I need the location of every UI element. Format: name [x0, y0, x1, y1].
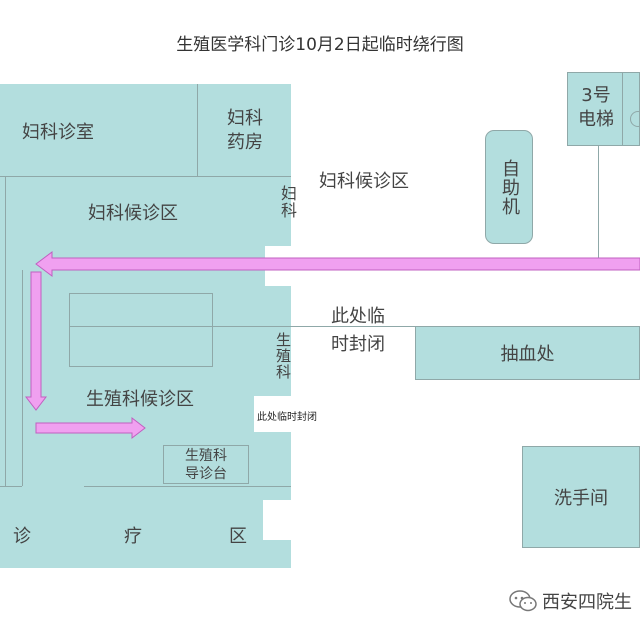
repro-desk-label-2: 导诊台 — [185, 465, 227, 482]
gyn-pharmacy-label-2: 药房 — [227, 132, 263, 153]
gyn-pharmacy-label-1: 妇科 — [227, 108, 263, 129]
wall — [197, 84, 198, 176]
gyn-pharmacy: 妇科 药房 — [205, 105, 285, 157]
closed-notice-line-2: 时封闭 — [331, 334, 385, 355]
wall — [0, 486, 22, 487]
gyn-vertical-label: 妇科 — [278, 185, 297, 219]
page-title: 生殖医学科门诊10月2日起临时绕行图 — [176, 35, 464, 55]
watermark-text: 西安四院生 — [542, 592, 632, 613]
gyn-consult-room: 妇科诊室 — [22, 122, 94, 143]
elevator-divider — [622, 72, 623, 146]
inner-rect — [69, 293, 213, 367]
watermark: 西安四院生 — [508, 588, 632, 614]
closed-opening-bottom — [263, 500, 293, 540]
gyn-waiting-area-outer: 妇科候诊区 — [319, 171, 409, 192]
elevator-label-2: 电梯 — [578, 109, 614, 130]
detour-arrow-horizontal — [35, 251, 640, 277]
wall — [0, 176, 291, 177]
repro-guide-desk: 生殖科 导诊台 — [163, 445, 249, 484]
restroom: 洗手间 — [522, 446, 640, 548]
detour-arrow-right — [35, 416, 146, 440]
clinic-label-2: 疗 — [124, 526, 142, 547]
wall — [598, 146, 599, 258]
repro-waiting-area: 生殖科候诊区 — [86, 389, 194, 410]
closed-notice-line-1: 此处临 — [331, 306, 385, 327]
detour-arrow-vertical — [24, 271, 48, 411]
closed-opening-mid — [254, 396, 294, 432]
clinic-label-1: 诊 — [13, 526, 31, 547]
wall — [291, 326, 416, 327]
wechat-icon — [508, 589, 538, 613]
closed-notice-small: 此处临时封闭 — [257, 412, 317, 423]
blood-draw-station: 抽血处 — [415, 326, 640, 380]
self-service-kiosk: 自助机 — [485, 130, 533, 244]
repro-desk-label-1: 生殖科 — [185, 447, 227, 464]
elevator-label: 3号 电梯 — [570, 82, 622, 134]
wall — [69, 326, 291, 327]
wall — [5, 176, 6, 486]
closed-notice: 此处临 时封闭 — [318, 303, 398, 359]
gyn-waiting-area-inner: 妇科候诊区 — [88, 203, 178, 224]
clinic-label-3: 区 — [229, 526, 247, 547]
wall — [84, 486, 291, 487]
repro-vertical-label: 生殖科 — [274, 332, 292, 380]
elevator-corner-mark — [630, 111, 640, 127]
elevator-3 — [567, 72, 640, 146]
wall — [22, 270, 23, 486]
elevator-label-1: 3号 — [581, 85, 611, 106]
